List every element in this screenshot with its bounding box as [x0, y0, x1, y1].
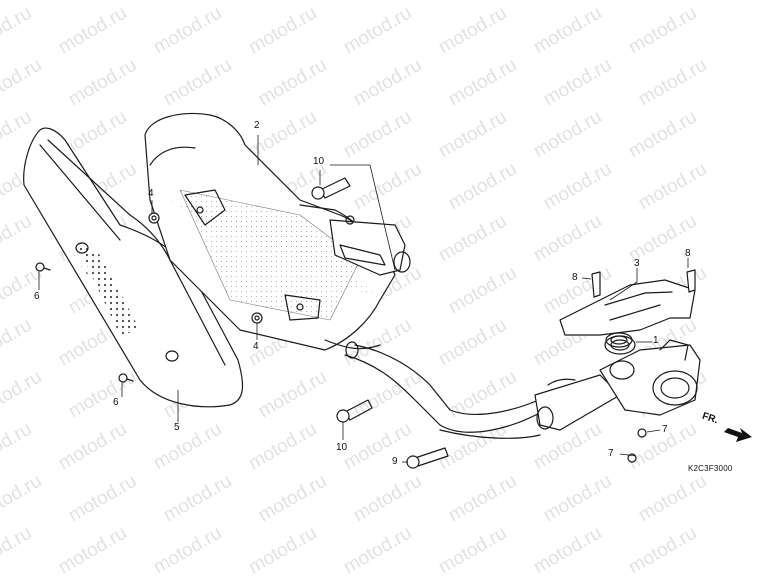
bolt-9 — [406, 447, 449, 469]
bolt-10-top — [311, 177, 351, 200]
callout-2: 2 — [254, 120, 260, 131]
callout-1: 1 — [653, 335, 659, 346]
leader-lines — [38, 135, 689, 463]
callout-6-top: 6 — [34, 291, 40, 302]
callout-7-right: 7 — [662, 424, 668, 435]
callout-10-bottom: 10 — [336, 442, 348, 453]
nut-7-a — [637, 428, 647, 438]
exhaust-flange — [599, 335, 701, 416]
callout-8-right: 8 — [685, 248, 691, 259]
callout-3: 3 — [634, 258, 640, 269]
header-protector — [559, 279, 696, 336]
callout-6-bottom: 6 — [113, 397, 119, 408]
bolt-6-bottom — [118, 373, 134, 383]
muffler — [144, 112, 396, 351]
heat-shield — [23, 127, 244, 408]
gasket-1 — [605, 332, 633, 348]
nut-4-bottom — [251, 312, 263, 324]
bolt-6-top — [35, 262, 51, 272]
callout-4-bottom: 4 — [253, 341, 259, 352]
diagram-code: K2C3F3000 — [688, 464, 733, 473]
front-direction-arrow-icon — [724, 428, 752, 442]
callout-7-left: 7 — [608, 448, 614, 459]
callout-10-top: 10 — [313, 156, 325, 167]
exhaust-pipe — [344, 341, 621, 439]
bolt-8-right — [686, 269, 696, 293]
bolt-8-left — [591, 271, 601, 298]
callout-4-top: 4 — [148, 188, 154, 199]
callout-8-left: 8 — [572, 272, 578, 283]
callout-9: 9 — [392, 456, 398, 467]
callout-5: 5 — [174, 422, 180, 433]
nut-4-top — [148, 212, 160, 224]
bolt-10-bottom — [336, 399, 373, 423]
